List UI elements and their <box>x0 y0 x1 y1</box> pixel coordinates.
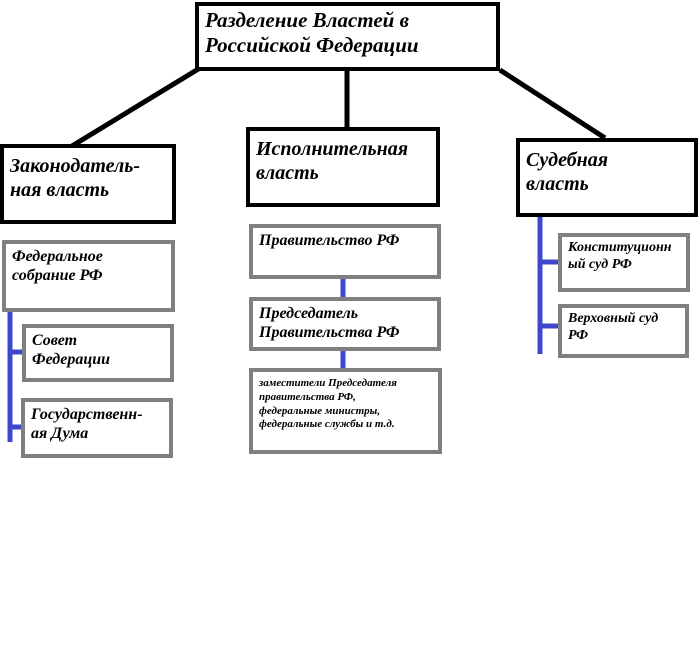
federal-assembly-box: Федеральное собрание РФ <box>2 240 175 312</box>
state-duma-box: Государственн- ая Дума <box>21 398 173 458</box>
judicial-title-box: Судебная власть <box>516 138 698 217</box>
supreme-court-box: Верховный суд РФ <box>558 304 689 358</box>
government-box: Правительство РФ <box>249 224 441 279</box>
legislative-title-box: Законодатель- ная власть <box>0 144 176 224</box>
federation-council-box: Совет Федерации <box>22 324 174 382</box>
executive-title-box: Исполнительная власть <box>246 127 440 207</box>
root-box: Разделение Властей в Российской Федераци… <box>195 2 500 71</box>
chairman-box: Председатель Правительства РФ <box>249 297 441 351</box>
constitutional-court-box: Конституционн ый суд РФ <box>558 233 690 292</box>
root-to-legislative-line <box>70 65 202 149</box>
root-to-judicial-line <box>498 67 607 141</box>
deputies-box: заместители Председателя правительства Р… <box>249 368 442 454</box>
